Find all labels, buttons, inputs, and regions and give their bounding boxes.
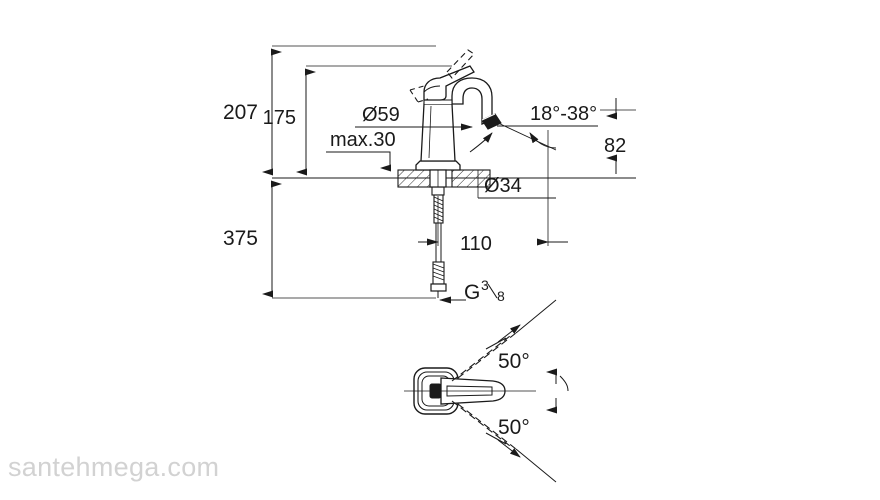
dimension-207: 207 <box>223 45 436 176</box>
dimension-82-label: 82 <box>604 135 626 157</box>
plan-view: 50° 50° <box>404 299 569 483</box>
dimension-110-label: 110 <box>460 233 492 255</box>
faucet-body-outline <box>415 77 502 171</box>
swivel-upper: 50° <box>451 299 569 392</box>
elevation-view: 207 175 375 Ø59 max.30 Ø34 <box>223 45 636 304</box>
mounting-shank <box>429 169 447 298</box>
dimension-82: 82 <box>600 98 636 174</box>
thread-denominator: 8 <box>497 288 505 304</box>
dimension-175: 175 <box>263 65 452 176</box>
dimension-max-30: max.30 <box>326 129 396 172</box>
countertop-section <box>272 169 636 188</box>
lever-handle <box>409 49 475 103</box>
dimension-375: 375 <box>223 180 436 299</box>
site-watermark: santehmega.com <box>8 452 220 482</box>
thread-numerator: 3 <box>481 277 489 293</box>
dimension-diameter-34: Ø34 <box>477 170 556 199</box>
thread-label-g: G <box>464 281 480 304</box>
thread-callout: G 3 8 <box>439 277 505 304</box>
dimension-110: 110 <box>418 130 568 255</box>
swivel-angle-lower-label: 50° <box>498 416 530 439</box>
dimension-207-label: 207 <box>223 101 258 124</box>
dimension-diameter-59: Ø59 <box>355 104 473 131</box>
swivel-angle-upper-label: 50° <box>498 350 530 373</box>
dimension-spout-angle: 18°-38° <box>469 103 598 153</box>
dimension-diameter-59-label: Ø59 <box>362 104 400 126</box>
dimension-175-label: 175 <box>263 107 296 129</box>
swivel-lower: 50° <box>451 398 557 483</box>
dimension-max-30-label: max.30 <box>330 129 396 151</box>
dimension-spout-angle-label: 18°-38° <box>530 103 597 125</box>
dimension-diameter-34-label: Ø34 <box>484 175 522 197</box>
dimension-375-label: 375 <box>223 227 258 250</box>
